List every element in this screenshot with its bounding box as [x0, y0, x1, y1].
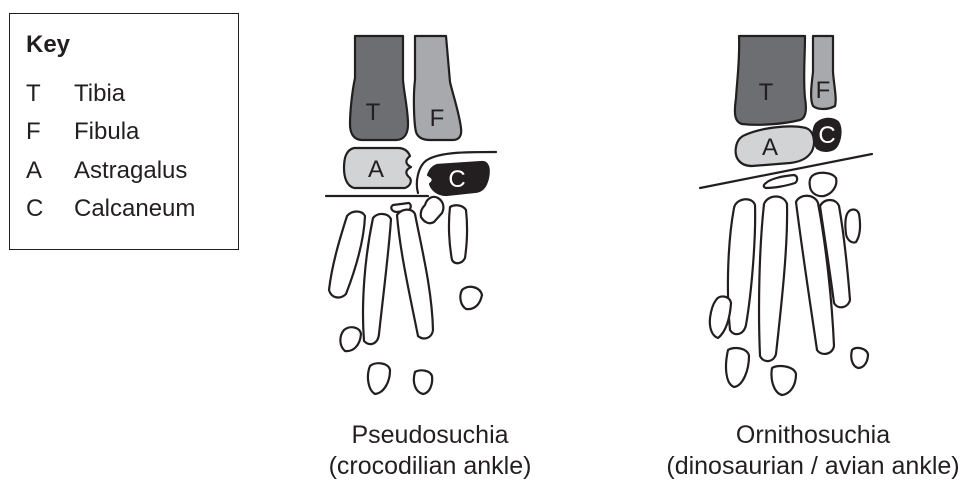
right-toe-2 [759, 197, 787, 362]
left-phalanx-2 [368, 363, 390, 394]
left-tarsal-square [421, 197, 444, 223]
left-astragalus-label: A [368, 156, 384, 183]
left-toe-2 [363, 214, 391, 344]
right-tarsal-2 [810, 173, 837, 196]
caption-pseudosuchia: Pseudosuchia (crocodilian ankle) [275, 420, 585, 482]
right-fibula-label: F [816, 77, 831, 104]
caption-line-2: (crocodilian ankle) [275, 451, 585, 482]
right-side-bone [710, 296, 731, 338]
caption-line-1: Ornithosuchia [662, 420, 964, 451]
dinosaurian-ankle [700, 36, 872, 395]
left-tibia-label: T [366, 99, 381, 126]
left-fibula-label: F [430, 105, 445, 132]
right-calcaneum-label: C [818, 122, 835, 149]
left-toe-4 [449, 205, 467, 263]
left-phalanx-1 [340, 327, 361, 351]
caption-line-1: Pseudosuchia [275, 420, 585, 451]
left-toe-3 [397, 210, 433, 339]
crocodilian-ankle [326, 36, 496, 394]
right-astragalus-label: A [762, 134, 778, 161]
right-tibia-label: T [759, 79, 774, 106]
left-toe-1 [329, 212, 365, 298]
left-toe-5 [460, 287, 482, 309]
right-tarsal-1 [764, 175, 797, 188]
caption-ornithosuchia: Ornithosuchia (dinosaurian / avian ankle… [662, 420, 964, 482]
right-phalanx-1 [726, 348, 749, 387]
right-phalanx-3 [851, 348, 868, 368]
left-phalanx-3 [414, 370, 432, 394]
right-toe-5 [845, 210, 860, 243]
caption-line-2: (dinosaurian / avian ankle) [662, 451, 964, 482]
right-toe-1 [728, 199, 755, 334]
left-calcaneum-label: C [448, 166, 465, 193]
right-phalanx-2 [771, 366, 796, 395]
